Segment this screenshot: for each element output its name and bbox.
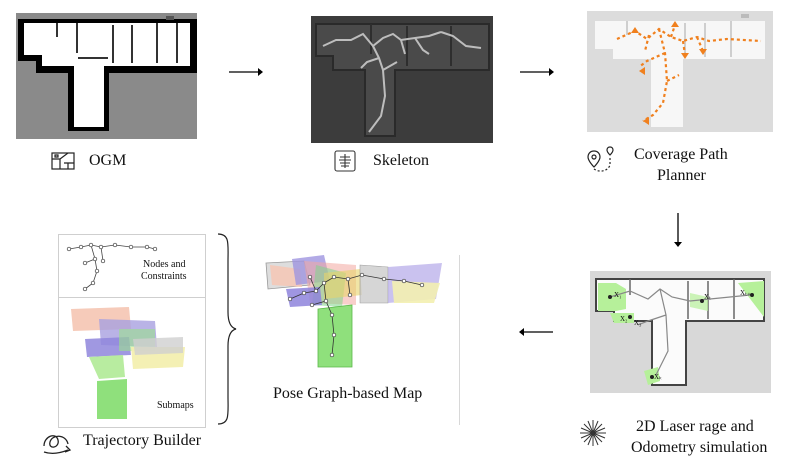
arrow-ogm-to-skeleton [228,66,264,78]
laser-label-line1: 2D Laser rage and [636,418,754,435]
trajectory-icon [40,428,74,458]
laser-label-xt1: Xₜ₊₁ [740,289,754,297]
ogm-panel [16,13,197,139]
curly-brace [214,232,238,426]
laser-label-xt: Xₜ [704,293,712,301]
pose-graph-map [264,255,446,375]
nodes-constraints-image [66,242,158,292]
skeleton-map-image [311,16,493,143]
ogm-icon [50,149,76,173]
skeleton-panel [311,16,493,143]
laser-panel: X₁ X₂ X₃ Xₜ Xₜ₊₁ Xₖ [590,271,771,393]
ogm-label: OGM [89,152,127,169]
submaps-label: Submaps [157,400,194,411]
laser-label-x1: X₁ [614,291,622,299]
laser-label-x3: X₃ [634,319,642,327]
coverage-panel [587,11,773,132]
coverage-label-line2: Planner [657,167,706,184]
laser-label-x2: X₂ [620,315,628,323]
separator-line [459,255,460,425]
laser-label-xk: Xₖ [654,373,663,381]
nodes-label-line1: Nodes and [143,259,186,270]
submaps-image [71,307,185,419]
pose-graph-image [265,255,442,368]
skeleton-label: Skeleton [373,152,429,169]
arrow-planner-to-laser [672,212,684,248]
coverage-label-line1: Coverage Path [634,146,728,163]
arrow-laser-to-posegraph [518,326,554,338]
trajectory-panel: Nodes and Constraints Submaps [58,234,206,428]
ogm-map-image [16,13,197,139]
coverage-map-image [587,11,773,132]
trajectory-builder-label: Trajectory Builder [83,432,202,449]
laser-map-image [590,271,771,393]
arrow-skeleton-to-planner [519,66,555,78]
skeleton-icon [334,150,356,172]
pose-graph-label: Pose Graph-based Map [273,385,423,402]
laser-icon [578,418,608,448]
laser-label-line2: Odometry simulation [631,439,768,456]
nodes-label-line2: Constraints [141,271,187,282]
coverage-icon [586,145,620,175]
trajectory-divider [59,297,205,298]
